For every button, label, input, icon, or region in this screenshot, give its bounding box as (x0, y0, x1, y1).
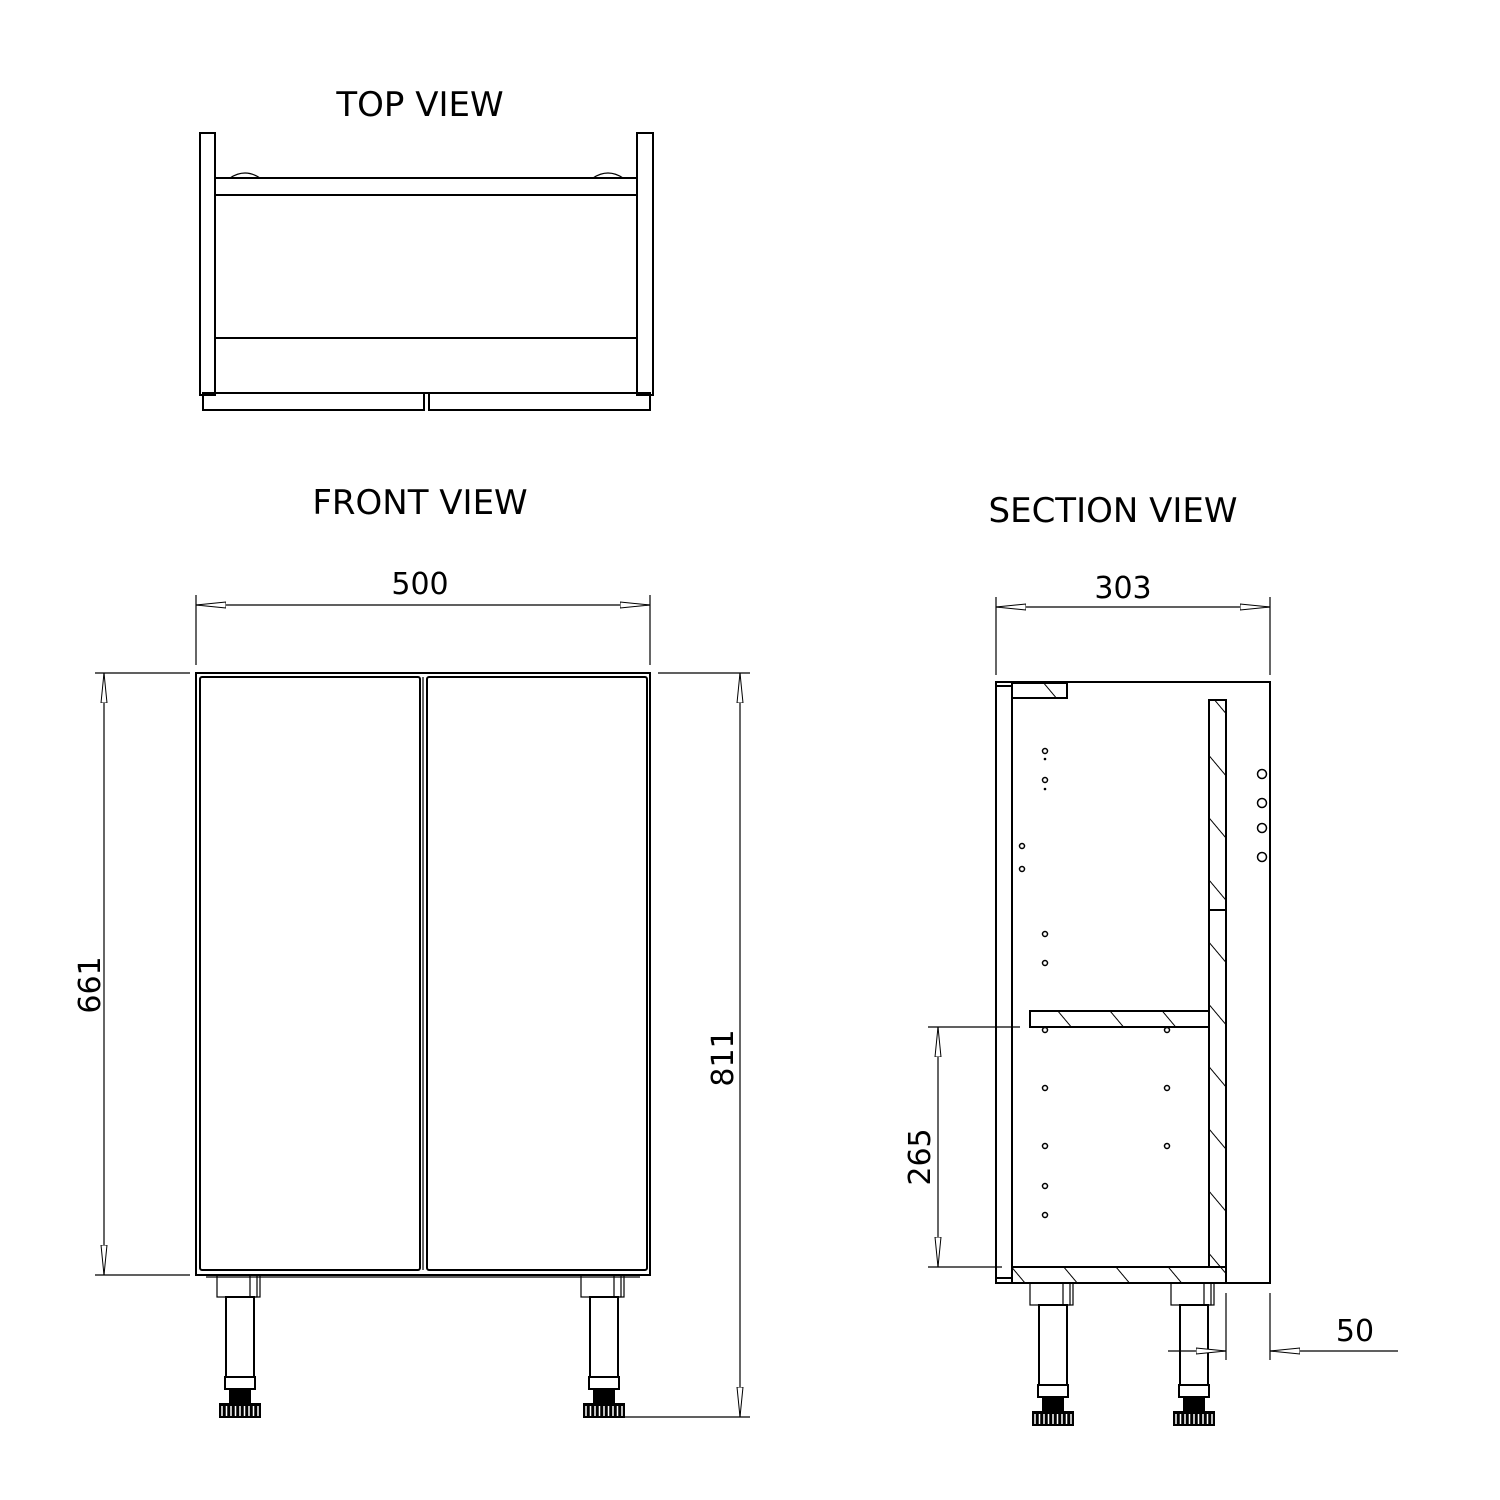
width-dimension-label: 500 (391, 567, 448, 602)
pin-dot (1043, 787, 1047, 791)
leg-bracket (1170, 1282, 1212, 1306)
right-door (426, 676, 648, 1271)
left-door-top (202, 392, 425, 411)
left-door (199, 676, 421, 1271)
section-view: SECTION VIEW 303 265 50 (903, 491, 1398, 1426)
front-view-title: FRONT VIEW (312, 483, 527, 523)
side-panel-outline (995, 681, 1271, 1284)
adjustable-leg (216, 1274, 261, 1418)
shelf-pin-hole (1041, 1084, 1049, 1092)
leg-shaft (1038, 1304, 1068, 1386)
shelf-pin-hole (1163, 1142, 1171, 1150)
right-side-panel (636, 132, 654, 396)
back-panel-section (1208, 699, 1227, 1268)
depth-dimension-label: 303 (1094, 571, 1151, 606)
shelf-pin-hole (1163, 1026, 1171, 1034)
right-door-top (428, 392, 651, 411)
adjustable-leg (1170, 1282, 1215, 1426)
shelf-pin-hole (1256, 822, 1268, 834)
leg-adjuster (593, 1389, 615, 1403)
hinge-bumps (229, 172, 624, 179)
leg-collar (224, 1376, 256, 1390)
shelf-pin-hole (1041, 1211, 1049, 1219)
shelf-pin-hole (1163, 1084, 1171, 1092)
front-legs (206, 1274, 640, 1418)
back-rail (214, 177, 638, 196)
top-view-title: TOP VIEW (335, 85, 503, 125)
shelf-pin-hole (1041, 1026, 1049, 1034)
leg-shaft (589, 1296, 619, 1378)
leg-clip (1203, 1282, 1215, 1306)
leg-clip (1062, 1282, 1074, 1306)
top-view: TOP VIEW (199, 85, 654, 411)
leg-bracket (216, 1274, 258, 1298)
shelf-pin-hole (1041, 776, 1049, 784)
section-legs (1029, 1282, 1215, 1426)
shelf-pin-holes (1018, 747, 1268, 1219)
leg-bracket (580, 1274, 622, 1298)
front-view: FRONT VIEW 500 661 811 (73, 483, 750, 1418)
leg-shaft (225, 1296, 255, 1378)
shelf-pin-hole (1018, 842, 1026, 850)
shelf-pin-hole (1256, 768, 1268, 780)
shelf-pin-hole (1018, 865, 1026, 873)
door-section (995, 685, 1013, 1279)
shelf-pin-hole (1041, 930, 1049, 938)
shelf-pin-hole (1041, 747, 1049, 755)
shelf-pin-hole (1256, 797, 1268, 809)
adjustable-leg (1029, 1282, 1074, 1426)
carcass-outline (195, 672, 651, 1276)
offset-dimension-label: 50 (1336, 1314, 1374, 1349)
base-section (1011, 1266, 1227, 1284)
leg-collar (588, 1376, 620, 1390)
leg-adjuster (1183, 1397, 1205, 1411)
leg-adjuster (1042, 1397, 1064, 1411)
shelf-section (1029, 1010, 1210, 1028)
shelf-pin-hole (1041, 959, 1049, 967)
shelf-pin-hole (1256, 851, 1268, 863)
leg-clip (249, 1274, 261, 1298)
shelf-pin-hole (1041, 1182, 1049, 1190)
shelf-pin-hole (1041, 1142, 1049, 1150)
leg-clip (613, 1274, 625, 1298)
leg-shaft (1179, 1304, 1209, 1386)
top-rail-section (1011, 682, 1068, 699)
pin-dot (1043, 757, 1047, 761)
leg-adjuster (229, 1389, 251, 1403)
leg-collar (1178, 1384, 1210, 1398)
leg-collar (1037, 1384, 1069, 1398)
shelf-height-dimension-label: 265 (903, 1128, 938, 1185)
leg-bracket (1029, 1282, 1071, 1306)
total-height-dimension-label: 811 (706, 1029, 741, 1086)
section-view-title: SECTION VIEW (989, 491, 1238, 531)
left-side-panel (199, 132, 216, 396)
adjustable-leg (580, 1274, 625, 1418)
door-height-dimension-label: 661 (73, 956, 108, 1013)
